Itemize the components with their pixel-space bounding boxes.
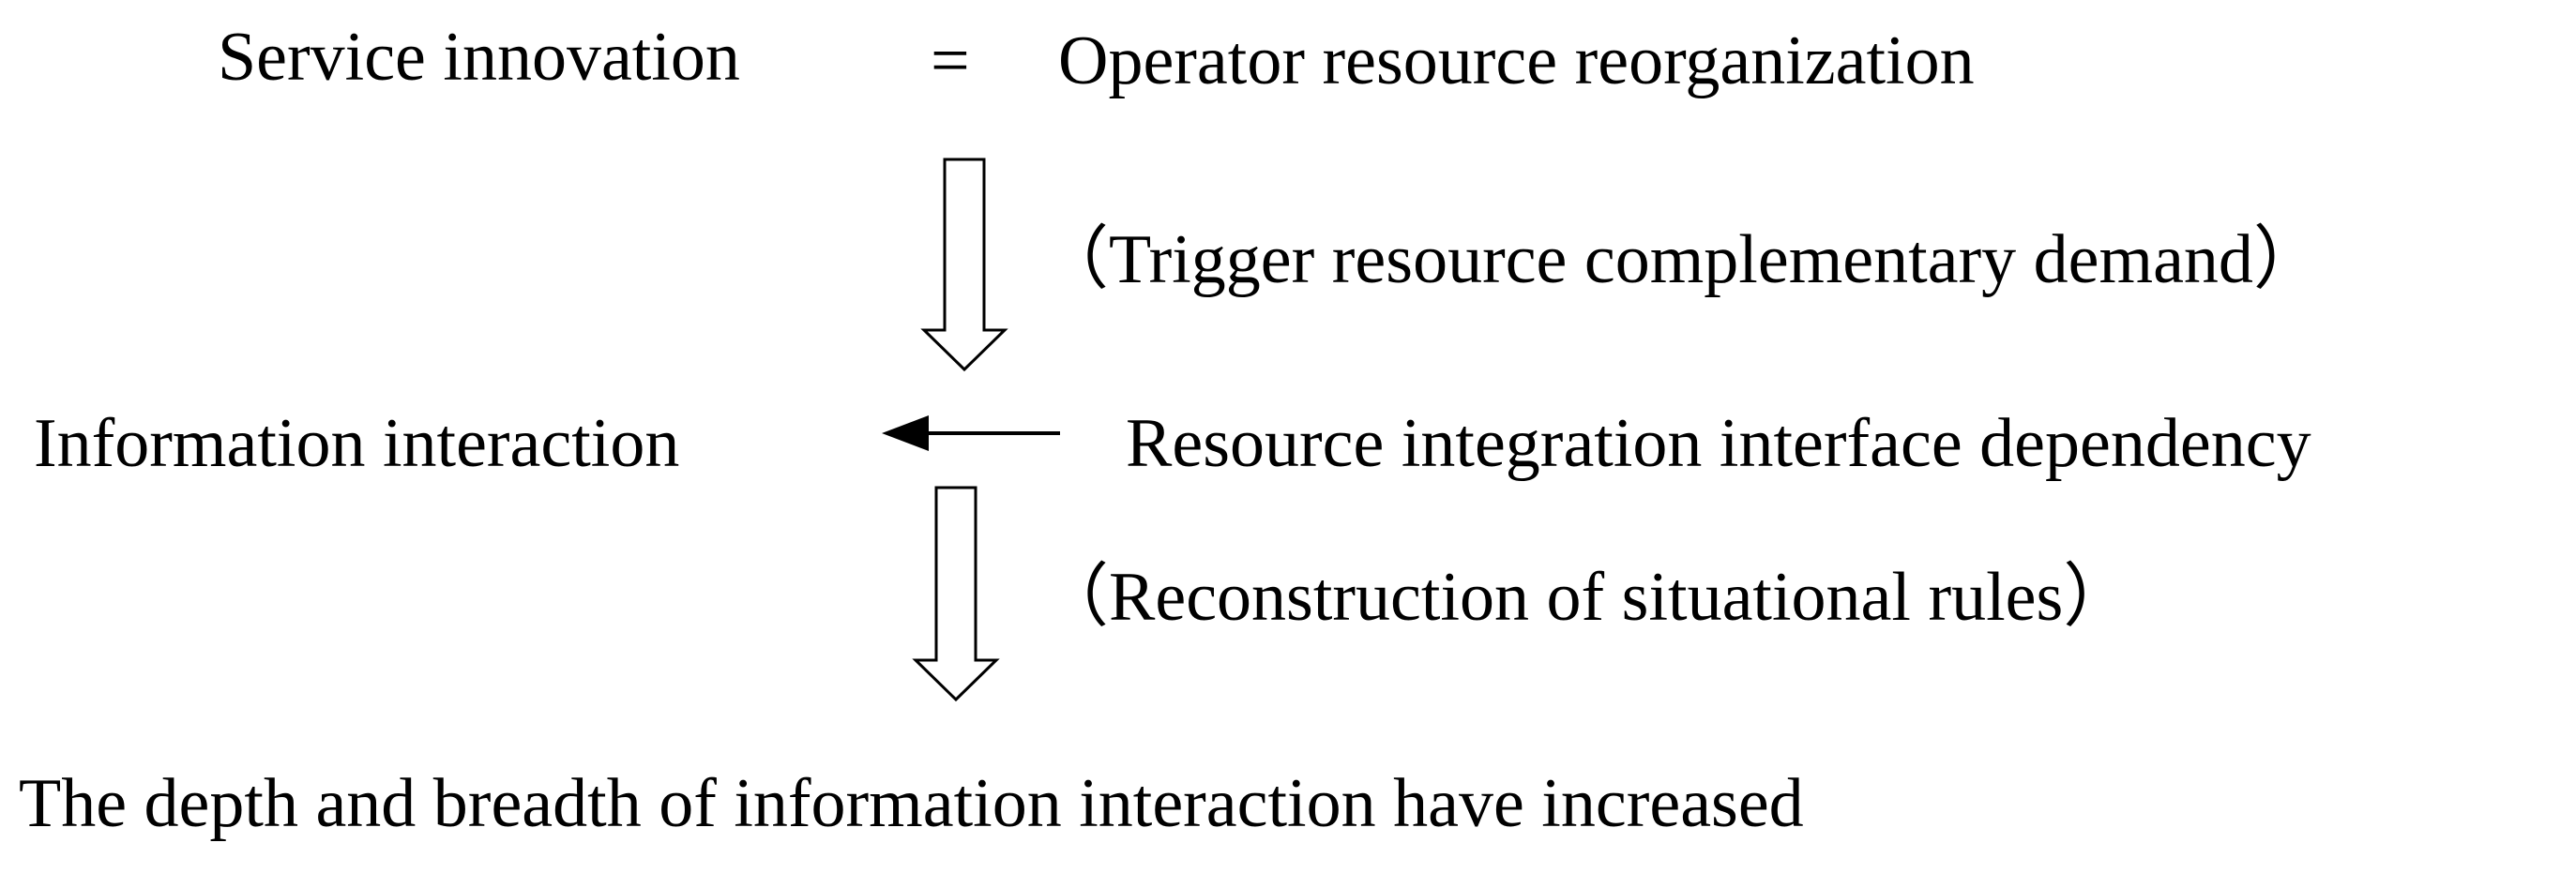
equals-sign: =	[931, 23, 970, 99]
hollow-down-arrow-upper	[920, 158, 1008, 372]
node-service-innovation: Service innovation	[218, 19, 740, 96]
edge-label-trigger-demand: （Trigger resource complementary demand）	[1039, 221, 2323, 298]
node-depth-breadth-increased: The depth and breadth of information int…	[19, 765, 1804, 842]
left-arrowhead	[882, 415, 929, 451]
hollow-down-arrow-lower	[912, 486, 1000, 702]
node-resource-integration-dependency: Resource integration interface dependenc…	[1126, 405, 2311, 482]
node-operator-resource-reorganization: Operator resource reorganization	[1058, 23, 1975, 99]
edge-label-reconstruction-rules: （Reconstruction of situational rules）	[1039, 559, 2133, 636]
node-information-interaction: Information interaction	[34, 405, 680, 482]
